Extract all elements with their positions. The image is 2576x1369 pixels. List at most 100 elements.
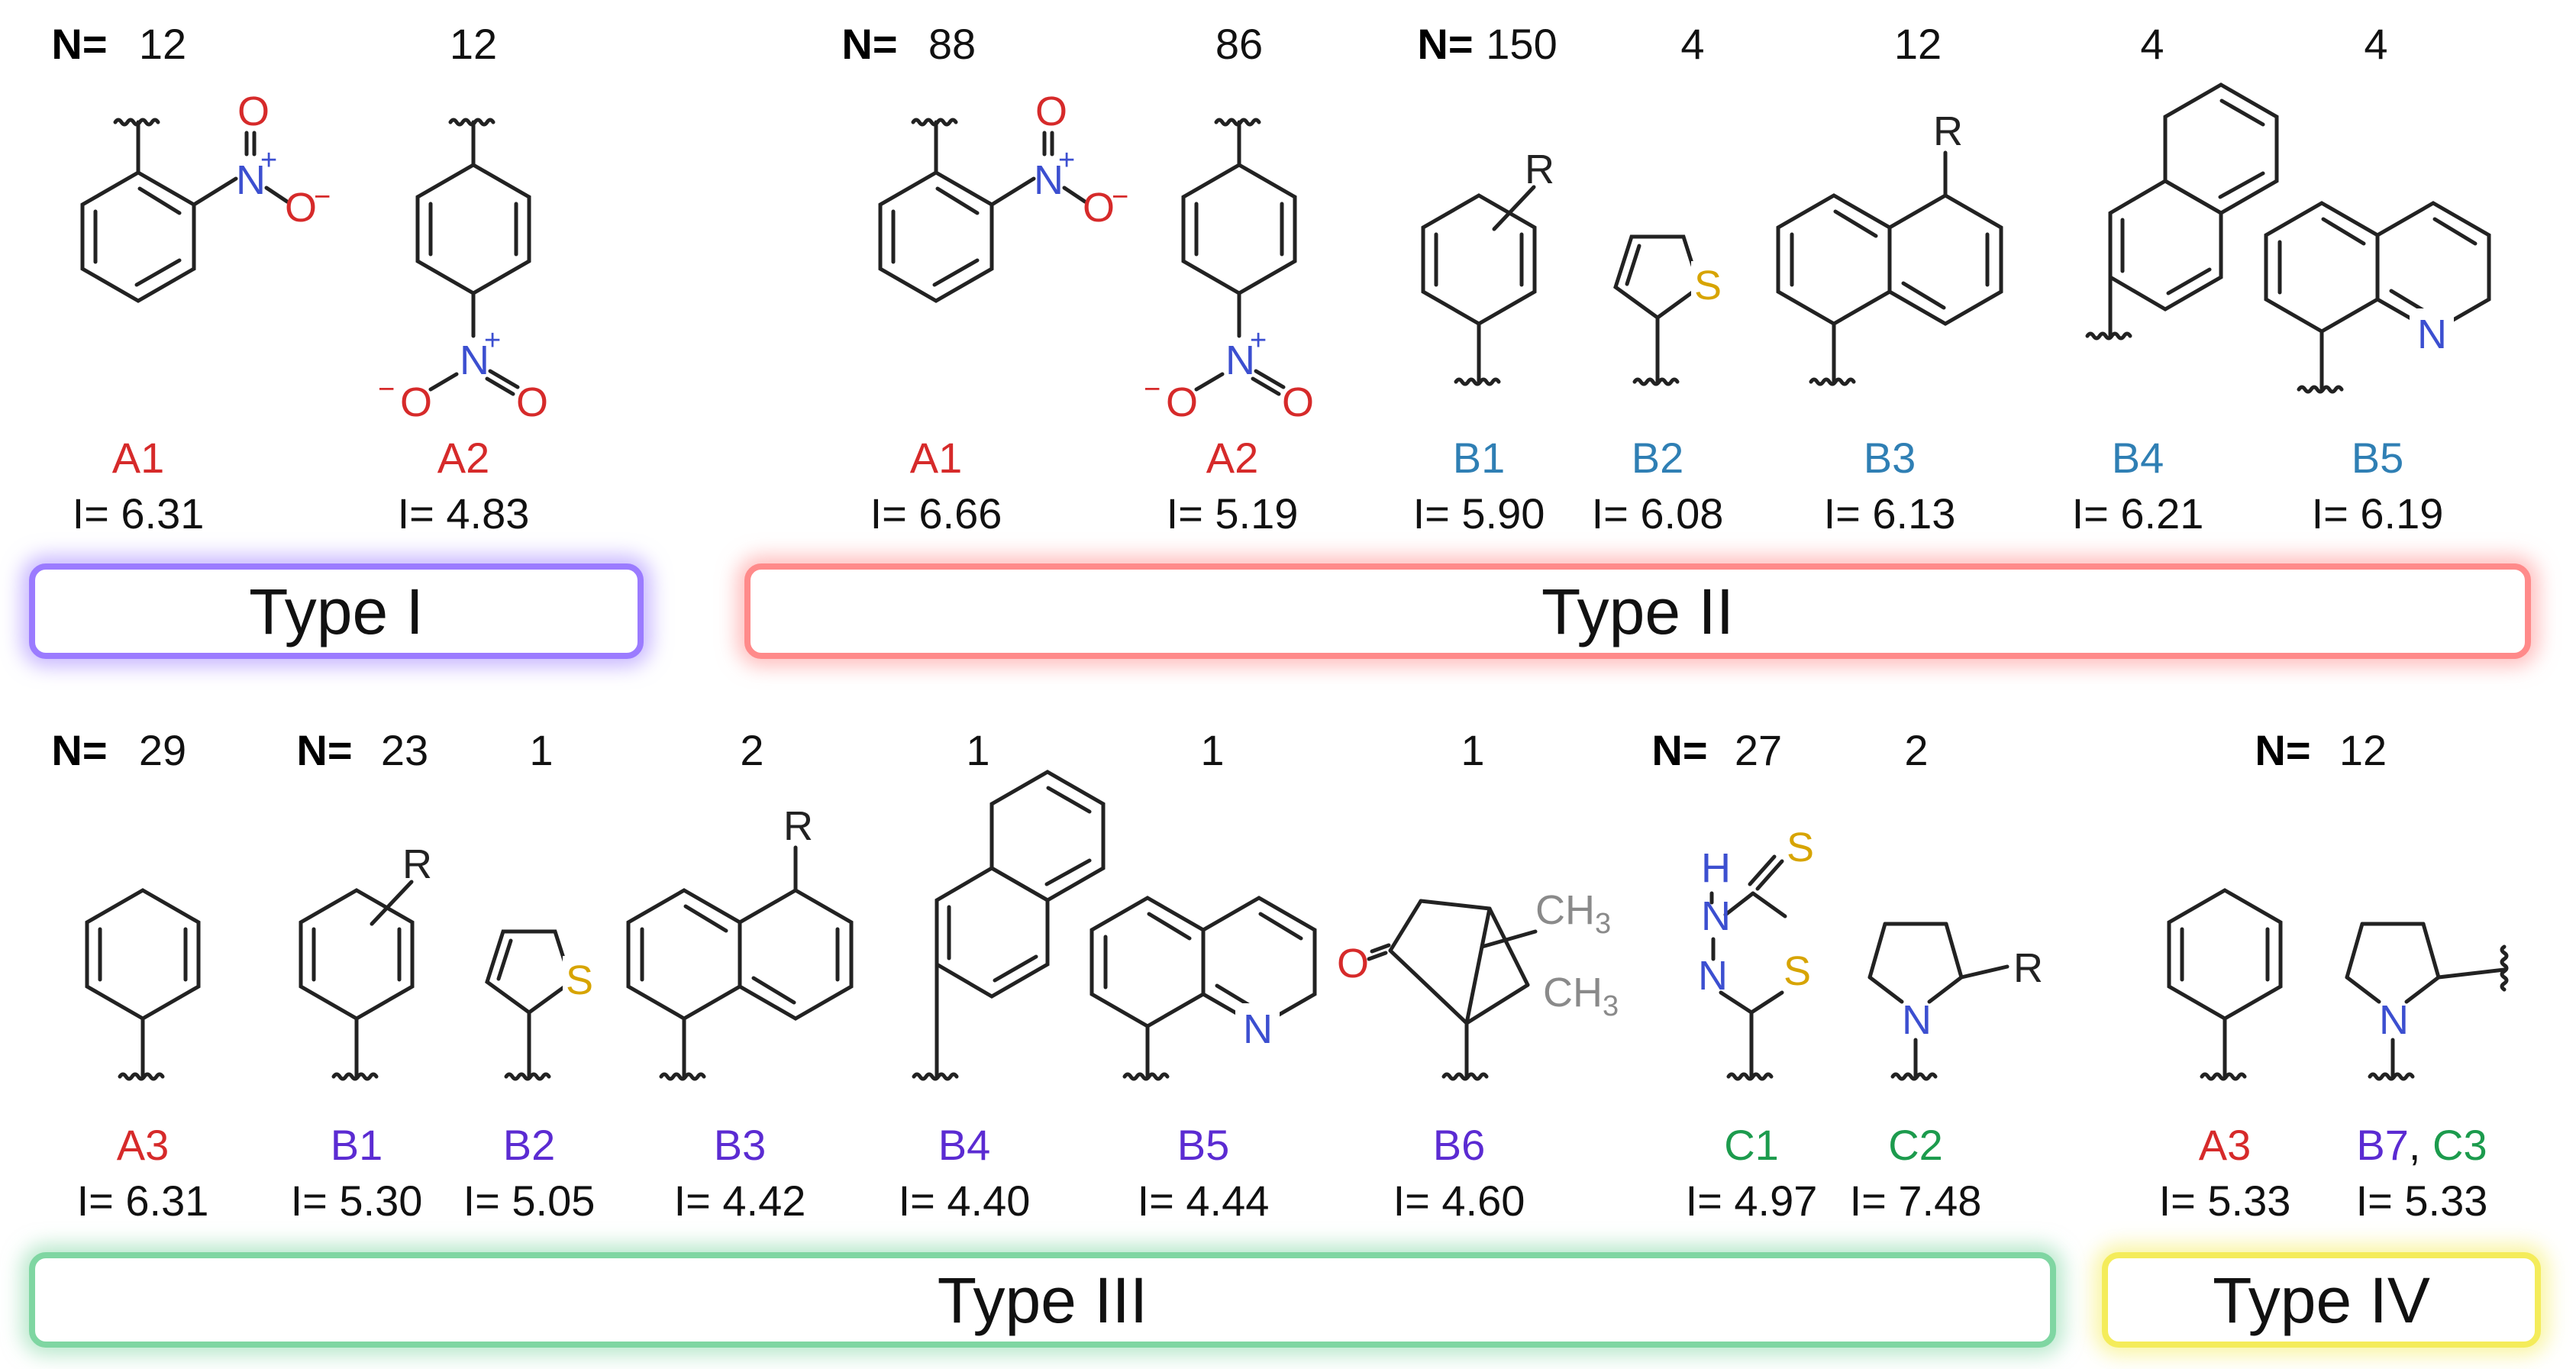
count-label: 1 [1200, 726, 1225, 774]
compound-code: B3 [1863, 434, 1916, 482]
structure-pyrrolidine: N R [1867, 922, 2043, 1081]
count-label: 12 [138, 20, 187, 68]
n-prefix-label: N= [841, 20, 898, 68]
type-2-band: Type II [744, 563, 2531, 659]
count-label: 4 [1680, 20, 1705, 68]
count-label: 4 [2364, 20, 2388, 68]
compound-code: A3 [2198, 1121, 2252, 1169]
i-value: I= 5.19 [1166, 489, 1299, 538]
compound-code: A3 [116, 1121, 169, 1169]
compound-code: B2 [502, 1121, 556, 1169]
i-value: I= 4.97 [1685, 1177, 1818, 1225]
atom-n: N [2379, 997, 2409, 1043]
n-prefix-label: N= [1417, 20, 1474, 68]
type-2-label: Type II [1541, 575, 1735, 647]
methyl-group-bottom: CH3 [1543, 970, 1619, 1022]
atom-n: N [1902, 997, 1932, 1043]
atom-s: S [1787, 825, 1814, 870]
atom-n: N [1225, 337, 1255, 383]
i-value: I= 5.05 [463, 1177, 596, 1225]
n-prefix-label: N= [51, 20, 108, 68]
i-value: I= 6.13 [1823, 489, 1956, 538]
type-1-band: Type I [29, 563, 644, 659]
compound-code: C3 [2432, 1121, 2487, 1169]
type-3-band: Type III [29, 1252, 2056, 1348]
i-value: I= 6.21 [2071, 489, 2204, 538]
structure-ortho-nitrophenyl: N + O O − [80, 89, 331, 303]
count-label: 2 [740, 726, 764, 774]
count-label: 12 [2339, 726, 2387, 774]
compound-code: A2 [1206, 434, 1259, 482]
atom-r: R [402, 841, 432, 887]
i-value: I= 6.08 [1591, 489, 1724, 538]
atom-s: S [1694, 263, 1722, 308]
count-label: 1 [1461, 726, 1485, 774]
i-value: I= 6.19 [2311, 489, 2444, 538]
charge-minus: − [1112, 181, 1128, 213]
atom-o: O [1035, 89, 1067, 134]
atom-o: O [400, 379, 432, 425]
compound-code: B5 [1177, 1121, 1230, 1169]
atom-h: H [1701, 845, 1731, 891]
i-value: I= 6.66 [870, 489, 1002, 538]
compound-code: B4 [938, 1121, 991, 1169]
atom-o: O [285, 185, 317, 231]
type-4-label: Type IV [2213, 1264, 2430, 1336]
count-label: 2 [1904, 726, 1929, 774]
n-prefix-label: N= [2255, 726, 2311, 774]
structure-substituted-naphthyl: R [626, 803, 854, 1081]
compound-code: C2 [1888, 1121, 1943, 1169]
structure-camphor: O CH3 CH3 [1337, 887, 1619, 1081]
i-value: I= 4.40 [898, 1177, 1031, 1225]
structure-thiophene: S [1613, 234, 1725, 386]
structure-phenyl [2167, 888, 2283, 1081]
count-label: 12 [449, 20, 498, 68]
structure-substituted-phenyl: R [1421, 147, 1554, 386]
structure-thiophene: S [485, 929, 596, 1081]
atom-n: N [2417, 312, 2447, 357]
n-prefix-label: N= [1651, 726, 1708, 774]
count-label: 12 [1893, 20, 1942, 68]
atom-r: R [1525, 147, 1554, 192]
type-1-label: Type I [249, 575, 424, 647]
i-value: I= 5.33 [2158, 1177, 2291, 1225]
count-label: 27 [1734, 726, 1783, 774]
i-value: I= 5.33 [2355, 1177, 2488, 1225]
compound-code: B3 [713, 1121, 767, 1169]
i-value: I= 5.90 [1412, 489, 1545, 538]
count-label: 150 [1486, 20, 1558, 68]
atom-n: N [236, 157, 266, 203]
compound-code: B1 [1452, 434, 1506, 482]
structure-para-nitrophenyl: N + O − O [378, 118, 548, 425]
atom-s: S [566, 957, 593, 1003]
count-label: 88 [928, 20, 976, 68]
count-label: 1 [966, 726, 990, 774]
i-value: I= 4.44 [1137, 1177, 1270, 1225]
compound-code: B7 [2356, 1121, 2409, 1169]
charge-plus: + [484, 324, 501, 357]
atom-o: O [1337, 941, 1369, 986]
atom-n: N [1243, 1006, 1273, 1052]
structure-phenyl [85, 888, 201, 1081]
atom-n: N [1701, 893, 1731, 939]
structure-quinoline: N [1089, 896, 1317, 1081]
atom-s: S [1784, 948, 1811, 994]
structure-para-nitrophenyl: N + O − O [1144, 118, 1314, 425]
compound-code: B5 [2351, 434, 2404, 482]
structure-2-naphthyl [2085, 82, 2279, 341]
i-value: I= 6.31 [76, 1177, 209, 1225]
count-label: 4 [2140, 20, 2164, 68]
charge-minus: − [314, 181, 331, 213]
i-value: I= 4.42 [673, 1177, 806, 1225]
count-label: 1 [529, 726, 554, 774]
i-value: I= 4.83 [397, 489, 530, 538]
n-prefix-label: N= [51, 726, 108, 774]
charge-plus: + [260, 144, 277, 176]
methyl-group-top: CH3 [1535, 887, 1611, 940]
i-value: I= 7.48 [1849, 1177, 1982, 1225]
i-value: I= 6.31 [72, 489, 205, 538]
atom-r: R [2013, 945, 2043, 991]
compound-code-pair: B7, C3 [2356, 1124, 2487, 1167]
compound-code: C1 [1724, 1121, 1779, 1169]
